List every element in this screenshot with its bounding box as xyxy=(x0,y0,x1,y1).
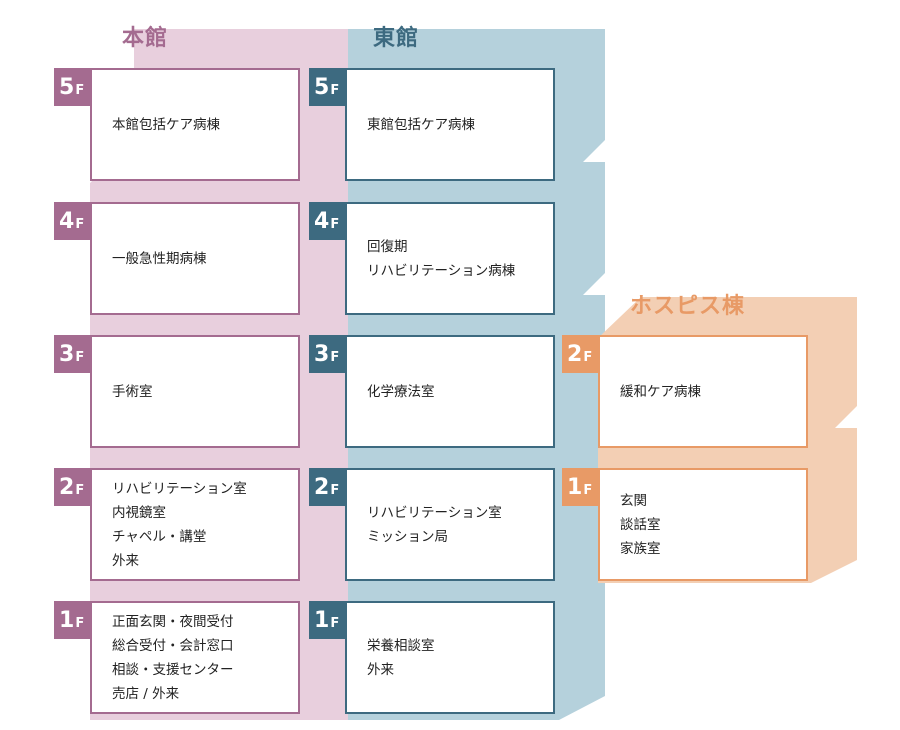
floor-facility-list: 玄関談話室家族室 xyxy=(620,470,661,579)
honkan-floor-3-box: 手術室 xyxy=(90,335,300,448)
floor-suffix: F xyxy=(75,483,85,498)
hospice-floor-1-box: 玄関談話室家族室 xyxy=(598,468,808,581)
facility-name: 玄関 xyxy=(620,492,647,509)
floor-number: 5 xyxy=(314,75,330,100)
floor-number: 4 xyxy=(59,209,75,234)
facility-name: リハビリテーション室 xyxy=(112,480,247,497)
floor-suffix: F xyxy=(75,217,85,232)
facility-name: 一般急性期病棟 xyxy=(112,250,207,267)
floor-facility-list: リハビリテーション室内視鏡室チャペル・講堂外来 xyxy=(112,470,247,579)
facility-name: リハビリテーション病棟 xyxy=(367,262,516,279)
floor-facility-list: 栄養相談室外来 xyxy=(367,603,435,712)
facility-name: チャペル・講堂 xyxy=(112,528,207,545)
facility-name: 外来 xyxy=(112,552,139,569)
toukan-floor-label: 3F xyxy=(309,335,347,373)
floor-suffix: F xyxy=(75,350,85,365)
floor-suffix: F xyxy=(330,83,340,98)
honkan-floor-label: 3F xyxy=(54,335,92,373)
floor-suffix: F xyxy=(330,616,340,631)
floor-number: 1 xyxy=(314,608,330,633)
honkan-building-name: 本館 xyxy=(122,26,169,51)
floor-number: 2 xyxy=(314,475,330,500)
toukan-floor-2-box: リハビリテーション室ミッション局 xyxy=(345,468,555,581)
floor-facility-list: 緩和ケア病棟 xyxy=(620,337,701,446)
toukan-floor-label: 2F xyxy=(309,468,347,506)
floor-suffix: F xyxy=(330,350,340,365)
facility-name: ミッション局 xyxy=(367,528,448,545)
honkan-floor-label: 4F xyxy=(54,202,92,240)
floor-number: 1 xyxy=(59,608,75,633)
floor-number: 2 xyxy=(59,475,75,500)
floor-suffix: F xyxy=(330,483,340,498)
facility-name: 化学療法室 xyxy=(367,383,435,400)
floor-facility-list: 手術室 xyxy=(112,337,153,446)
honkan-floor-1-box: 正面玄関・夜間受付総合受付・会計窓口相談・支援センター売店 / 外来 xyxy=(90,601,300,714)
floor-facility-list: 一般急性期病棟 xyxy=(112,204,207,313)
facility-name: 東館包括ケア病棟 xyxy=(367,116,475,133)
floor-facility-list: リハビリテーション室ミッション局 xyxy=(367,470,502,579)
toukan-floor-3-box: 化学療法室 xyxy=(345,335,555,448)
floor-facility-list: 正面玄関・夜間受付総合受付・会計窓口相談・支援センター売店 / 外来 xyxy=(112,603,234,712)
facility-name: 手術室 xyxy=(112,383,153,400)
hospice-building-name: ホスピス棟 xyxy=(630,294,746,319)
floor-suffix: F xyxy=(583,483,593,498)
hospice-floor-label: 2F xyxy=(562,335,600,373)
floor-suffix: F xyxy=(75,83,85,98)
toukan-floor-label: 4F xyxy=(309,202,347,240)
facility-name: 売店 / 外来 xyxy=(112,685,180,702)
floor-facility-list: 回復期リハビリテーション病棟 xyxy=(367,204,515,313)
floor-number: 3 xyxy=(59,342,75,367)
toukan-floor-5-box: 東館包括ケア病棟 xyxy=(345,68,555,181)
facility-name: 本館包括ケア病棟 xyxy=(112,116,220,133)
floor-suffix: F xyxy=(75,616,85,631)
floor-facility-list: 本館包括ケア病棟 xyxy=(112,70,220,179)
honkan-floor-label: 2F xyxy=(54,468,92,506)
honkan-floor-label: 1F xyxy=(54,601,92,639)
facility-name: 外来 xyxy=(367,661,394,678)
facility-name: 回復期 xyxy=(367,238,408,255)
facility-name: 相談・支援センター xyxy=(112,661,234,678)
facility-name: 総合受付・会計窓口 xyxy=(112,637,234,654)
floor-number: 2 xyxy=(567,342,583,367)
toukan-floor-label: 5F xyxy=(309,68,347,106)
facility-name: 緩和ケア病棟 xyxy=(620,383,701,400)
toukan-floor-1-box: 栄養相談室外来 xyxy=(345,601,555,714)
hospice-floor-label: 1F xyxy=(562,468,600,506)
floor-facility-list: 化学療法室 xyxy=(367,337,435,446)
honkan-floor-5-box: 本館包括ケア病棟 xyxy=(90,68,300,181)
toukan-floor-4-box: 回復期リハビリテーション病棟 xyxy=(345,202,555,315)
floor-number: 4 xyxy=(314,209,330,234)
facility-name: 談話室 xyxy=(620,516,661,533)
floor-suffix: F xyxy=(583,350,593,365)
facility-name: 正面玄関・夜間受付 xyxy=(112,613,234,630)
floor-suffix: F xyxy=(330,217,340,232)
floor-number: 1 xyxy=(567,475,583,500)
floor-facility-list: 東館包括ケア病棟 xyxy=(367,70,475,179)
floor-number: 5 xyxy=(59,75,75,100)
facility-name: リハビリテーション室 xyxy=(367,504,502,521)
honkan-floor-4-box: 一般急性期病棟 xyxy=(90,202,300,315)
honkan-floor-label: 5F xyxy=(54,68,92,106)
floor-number: 3 xyxy=(314,342,330,367)
hospice-floor-2-box: 緩和ケア病棟 xyxy=(598,335,808,448)
toukan-building-name: 東館 xyxy=(373,26,420,51)
facility-name: 内視鏡室 xyxy=(112,504,166,521)
honkan-floor-2-box: リハビリテーション室内視鏡室チャペル・講堂外来 xyxy=(90,468,300,581)
toukan-floor-label: 1F xyxy=(309,601,347,639)
facility-name: 家族室 xyxy=(620,540,661,557)
facility-name: 栄養相談室 xyxy=(367,637,435,654)
